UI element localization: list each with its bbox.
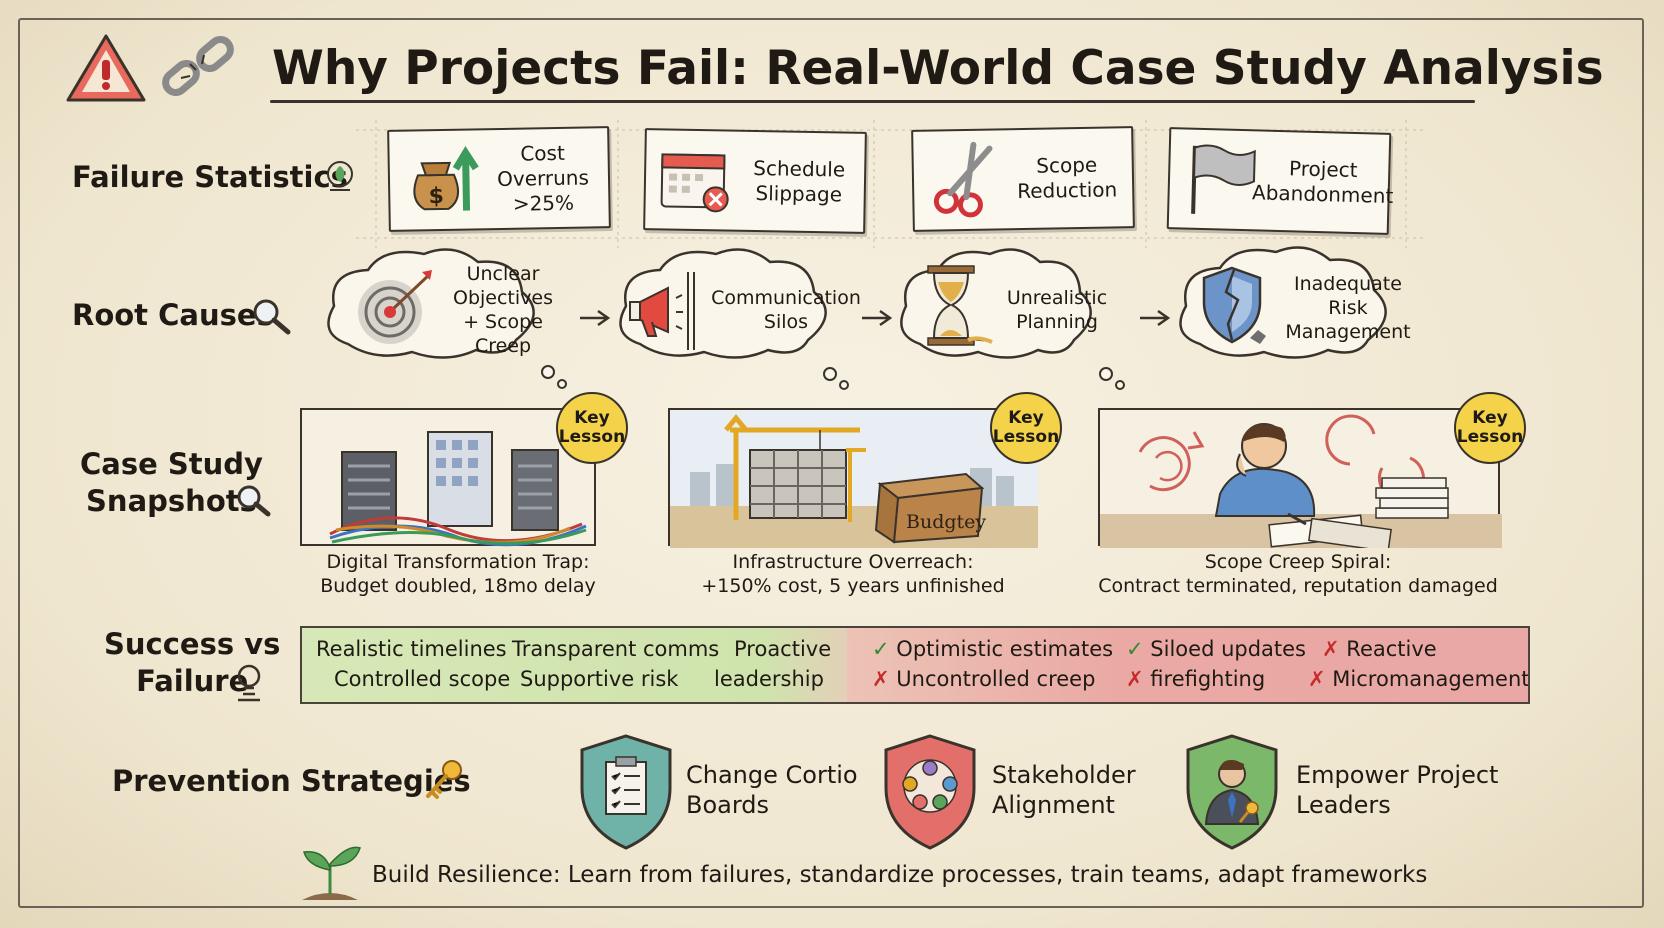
svg-text:$: $: [428, 184, 444, 209]
sprout-icon: [302, 846, 361, 900]
check-icon: ✓: [1126, 637, 1144, 661]
box-label: Budgtey: [906, 511, 986, 533]
flow-arrow-icon: [862, 309, 893, 327]
leaf-globe-icon: [327, 161, 353, 191]
case-study-image: Budgtey: [668, 408, 1038, 548]
page-border: [18, 18, 1644, 908]
key-lesson-badge: Key Lesson: [1454, 392, 1526, 464]
footer-message: Build Resilience: Learn from failures, s…: [372, 862, 1428, 888]
success-vs-failure-comparison: Realistic timelines Controlled scope Tra…: [300, 626, 1530, 704]
stat-label: Cost Overruns >25%: [496, 140, 590, 216]
stressed-worker-illustration: [1100, 414, 1502, 548]
case-study-caption-title: Digital Transformation Trap:: [326, 551, 590, 573]
title-underline: [270, 100, 1475, 103]
x-icon: ✗: [872, 667, 890, 691]
calendar-icon: [660, 153, 729, 213]
failure-item-text: firefighting: [1150, 667, 1266, 691]
team-shield-icon: [884, 734, 976, 850]
cloud-shape: [619, 248, 827, 359]
money-bag-arrow-icon: $: [413, 145, 479, 211]
magnifier-icon: [253, 299, 291, 335]
thought-bubbles: [823, 367, 849, 390]
flow-arrow-icon: [1140, 309, 1171, 327]
failure-item: ✗ Uncontrolled creep: [872, 666, 1095, 692]
root-cause-cloud: Inadequate Risk Management: [1170, 244, 1426, 368]
scissors-icon: [933, 141, 993, 218]
key-lesson-badge: Key Lesson: [990, 392, 1062, 464]
success-item: Proactive: [734, 637, 832, 661]
failure-item-text: Reactive: [1346, 637, 1437, 661]
stat-card-cost-overruns: $ Cost Overruns >25%: [387, 126, 611, 232]
megaphone-icon: [629, 272, 695, 350]
case-study-caption-title: Infrastructure Overreach:: [732, 551, 974, 573]
prevention-label: Change Cortio Boards: [686, 761, 858, 819]
stat-card-project-abandonment: Project Abandonment: [1166, 127, 1394, 235]
case-study-caption-title: Scope Creep Spiral:: [1204, 551, 1392, 573]
x-icon: ✗: [1308, 667, 1326, 691]
case-study-caption-detail: Contract terminated, reputation damaged: [1098, 575, 1498, 597]
success-item: Transparent comms: [512, 637, 720, 661]
key-icon: [426, 760, 462, 799]
failure-item: ✓ Optimistic estimates: [872, 636, 1113, 662]
lightbulb-icon: [237, 664, 261, 702]
failure-item-text: Siloed updates: [1150, 637, 1307, 661]
key-lesson-badge: Key Lesson: [556, 392, 628, 464]
check-icon: ✓: [872, 637, 890, 661]
success-item: Realistic timelines: [316, 637, 507, 661]
success-item: leadership: [714, 667, 824, 691]
stat-label: Schedule Slippage: [753, 155, 846, 207]
page-title: Why Projects Fail: Real-World Case Study…: [272, 41, 1604, 96]
failure-item: ✗ Micromanagement: [1308, 666, 1530, 692]
failure-item: ✗ firefighting: [1126, 666, 1265, 692]
stat-label: Scope Reduction: [1017, 152, 1118, 204]
failure-panel: [847, 628, 1528, 702]
root-cause-cloud: Unclear Objectives + Scope Creep: [318, 248, 576, 368]
root-cause-label: Inadequate Risk Management: [1285, 273, 1411, 343]
leader-shield-icon: [1186, 734, 1278, 850]
root-cause-cloud: Communication Silos: [610, 248, 866, 368]
warning-icon: [66, 34, 146, 102]
failure-item-text: Optimistic estimates: [896, 637, 1114, 661]
thought-bubbles: [541, 365, 567, 389]
prevention-label: Empower Project Leaders: [1296, 761, 1499, 819]
success-panel: [302, 628, 847, 702]
stat-label: Project Abandonment: [1251, 156, 1394, 208]
flag-icon: [1191, 144, 1256, 214]
failure-item-text: Uncontrolled creep: [896, 667, 1096, 691]
root-cause-label: Unrealistic Planning: [1006, 287, 1108, 333]
success-item: Supportive risk: [520, 667, 679, 691]
stat-card-scope-reduction: Scope Reduction: [911, 126, 1135, 232]
section-prevention: Prevention Strategies: [112, 764, 471, 798]
root-cause-label: Communication Silos: [711, 287, 861, 333]
flow-arrow-icon: [580, 309, 611, 327]
failure-item-text: Micromanagement: [1332, 667, 1530, 691]
section-success-vs-failure: Success vs Failure: [104, 627, 281, 698]
prevention-label: Stakeholder Alignment: [992, 761, 1136, 819]
success-item: Controlled scope: [334, 667, 511, 691]
x-icon: ✗: [1322, 637, 1340, 661]
x-icon: ✗: [1126, 667, 1144, 691]
target-icon: [358, 270, 432, 344]
servers-building-illustration: [329, 431, 587, 547]
clipboard-shield-icon: [580, 734, 672, 850]
section-case-study: Case Study Snapshots: [80, 447, 263, 518]
failure-item: ✗ Reactive: [1322, 636, 1437, 662]
root-cause-label: Unclear Objectives + Scope Creep: [453, 263, 553, 357]
case-study-image: [300, 408, 596, 547]
case-study-caption-detail: +150% cost, 5 years unfinished: [701, 575, 1005, 597]
thought-bubbles: [1099, 367, 1125, 390]
construction-site-illustration: Budgtey: [670, 410, 1038, 548]
case-study-image: [1098, 408, 1502, 548]
root-cause-cloud: Unrealistic Planning: [892, 248, 1132, 368]
stat-card-schedule-slippage: Schedule Slippage: [643, 128, 867, 234]
broken-chain-icon: [162, 36, 234, 96]
section-failure-statistics: Failure Statistics: [72, 160, 348, 194]
case-study-caption-detail: Budget doubled, 18mo delay: [320, 575, 596, 597]
section-root-causes: Root Causes: [72, 298, 274, 332]
broken-shield-icon: [1202, 266, 1266, 344]
hourglass-icon: [927, 265, 993, 346]
failure-item: ✓ Siloed updates: [1126, 636, 1306, 662]
magnifier-icon: [237, 485, 271, 517]
